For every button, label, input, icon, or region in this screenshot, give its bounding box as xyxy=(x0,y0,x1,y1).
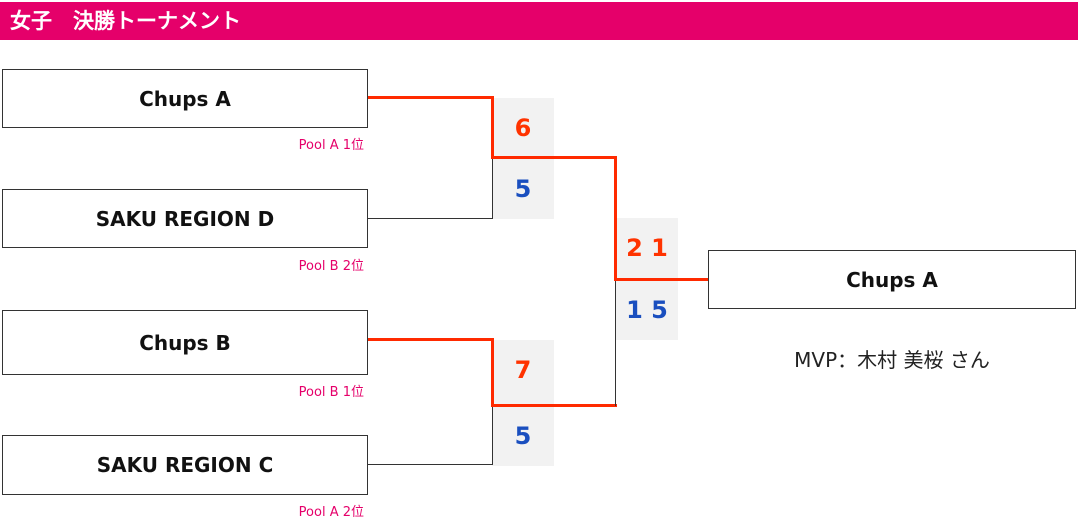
bracket-line-semi2-black-vertical xyxy=(492,405,493,465)
champion-name: Chups A xyxy=(846,267,938,292)
page-title: 女子 決勝トーナメント xyxy=(10,9,241,33)
semifinal-2-score-panel xyxy=(492,340,554,466)
bracket-line-semi1-to-final xyxy=(491,156,617,159)
semifinal-2-bottom-score: 5 xyxy=(514,422,532,450)
pool-label-3: Pool B 1位 xyxy=(298,385,364,400)
team-box-2: SAKU REGION D xyxy=(2,189,368,248)
bracket-line-chups-a-horizontal xyxy=(368,96,494,99)
bracket-line-to-champion xyxy=(614,278,709,281)
pool-label-1: Pool A 1位 xyxy=(298,138,364,153)
team-box-1: Chups A xyxy=(2,69,368,128)
team-name: Chups B xyxy=(139,330,231,355)
team-box-4: SAKU REGION C xyxy=(2,435,368,495)
bracket-line-chups-b-horizontal xyxy=(368,338,494,341)
bracket-line-saku-c-horizontal xyxy=(368,464,493,465)
pool-label-4: Pool A 2位 xyxy=(298,505,364,520)
bracket-line-saku-d-horizontal xyxy=(368,218,493,219)
bracket-line-semi1-black-vertical xyxy=(492,158,493,219)
bracket-line-semi2-to-final xyxy=(491,404,617,407)
mvp-label: MVP：木村 美桜 さん xyxy=(794,348,990,372)
semifinal-2-top-score: 7 xyxy=(514,356,532,384)
champion-box: Chups A xyxy=(708,250,1076,309)
bracket-line-semi1-red-vertical xyxy=(491,96,494,159)
bracket-line-final-black-vertical xyxy=(615,279,616,406)
bracket-line-final-red-vertical xyxy=(614,156,617,280)
final-bottom-score: 1 5 xyxy=(626,296,668,324)
bracket-line-semi2-red-vertical xyxy=(491,338,494,406)
semifinal-1-top-score: 6 xyxy=(514,114,532,142)
semifinal-1-bottom-score: 5 xyxy=(514,175,532,203)
header-bar: 女子 決勝トーナメント xyxy=(0,2,1078,40)
team-name: SAKU REGION D xyxy=(95,206,275,231)
team-box-3: Chups B xyxy=(2,310,368,375)
team-name: Chups A xyxy=(139,86,231,111)
final-top-score: 2 1 xyxy=(626,234,668,262)
team-name: SAKU REGION C xyxy=(96,453,274,477)
pool-label-2: Pool B 2位 xyxy=(298,259,364,274)
